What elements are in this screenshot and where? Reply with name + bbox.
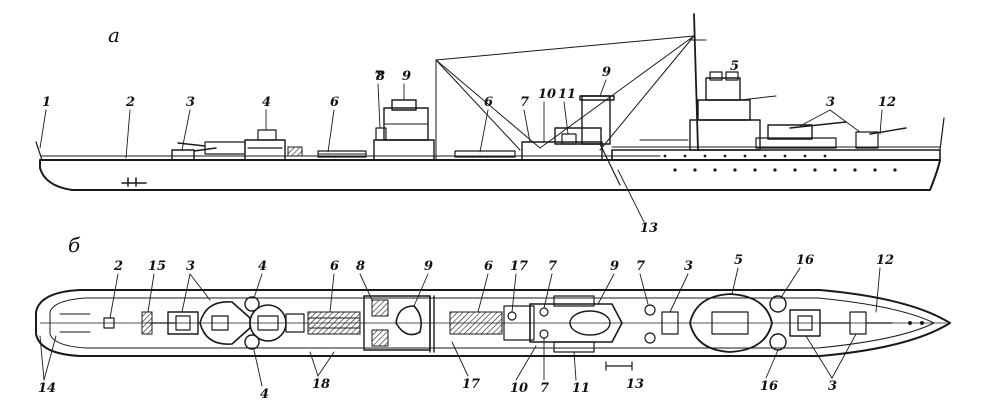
side-portholes: [663, 154, 897, 172]
side-label-2: 2: [125, 95, 135, 110]
side-bridge: [689, 13, 777, 151]
side-rigging: [435, 35, 695, 161]
plan-label-10: 10: [510, 381, 528, 396]
plan-label-7c: 7: [636, 259, 645, 274]
plan-label-4b: 4: [260, 387, 269, 402]
side-label-7a: 7: [374, 69, 383, 84]
plan-label-16b: 16: [760, 379, 778, 394]
plan-aft-guns: [149, 296, 305, 350]
side-forward-guns: [639, 121, 907, 149]
plan-label-7a: 7: [548, 259, 557, 274]
side-label-6a: 6: [330, 95, 339, 110]
plan-label-5: 5: [734, 253, 743, 268]
plan-label-13: 13: [626, 377, 644, 392]
plan-torpedo-tubes-mid: [449, 305, 535, 341]
plan-label-12: 12: [876, 253, 894, 268]
side-label-6b: 6: [484, 95, 493, 110]
side-label-3b: 3: [826, 95, 835, 110]
plan-label-18: 18: [312, 377, 330, 392]
view-letter-plan: б: [68, 233, 81, 257]
plan-view: б: [35, 233, 951, 402]
plan-forward-deckhouse: [529, 295, 679, 353]
plan-bridge: [689, 293, 787, 353]
side-forward-deckhouse: [521, 95, 621, 186]
side-label-11: 11: [558, 87, 576, 102]
side-label-13: 13: [640, 221, 658, 236]
side-label-1: 1: [42, 95, 51, 110]
plan-label-14: 14: [38, 381, 56, 396]
plan-label-6a: 6: [330, 259, 339, 274]
plan-label-15: 15: [148, 259, 166, 274]
side-forecastle: [611, 149, 941, 161]
plan-label-11: 11: [572, 381, 590, 396]
plan-mid-deckhouse: [363, 295, 435, 353]
side-label-12: 12: [878, 95, 896, 110]
plan-label-3: 3: [186, 259, 195, 274]
side-label-10: 10: [538, 87, 556, 102]
side-label-3: 3: [186, 95, 195, 110]
side-torpedo-tubes-aft: [317, 150, 367, 158]
side-aft-superstructure: [244, 129, 303, 161]
plan-label-17b: 17: [462, 377, 480, 392]
side-label-7b: 7: [520, 95, 529, 110]
plan-label-3c: 3: [828, 379, 837, 394]
side-label-5: 5: [730, 59, 739, 74]
plan-label-7b: 7: [540, 381, 549, 396]
side-label-8: 8: [376, 69, 385, 84]
plan-label-2: 2: [113, 259, 123, 274]
side-label-9b: 9: [602, 65, 611, 80]
plan-label-3b: 3: [684, 259, 693, 274]
side-hull: [39, 159, 941, 191]
plan-labels: 2 15 3 4 4 6 18 8 9 6 17 7 17: [38, 253, 894, 402]
side-torpedo-tubes-mid: [454, 150, 516, 158]
plan-label-16a: 16: [796, 253, 814, 268]
plan-label-6b: 6: [484, 259, 493, 274]
side-labels: 1 2 3 4 6 7 8 9 6 7 10 11 9 5 3: [39, 59, 896, 236]
plan-forward-guns: [789, 309, 924, 337]
side-elevation-view: а: [35, 13, 945, 236]
plan-label-9b: 9: [610, 259, 619, 274]
plan-label-17a: 17: [510, 259, 528, 274]
side-label-9a: 9: [402, 69, 411, 84]
plan-torpedo-tubes-aft: [307, 311, 361, 335]
plan-label-8a: 8: [356, 259, 365, 274]
view-letter-side: а: [108, 23, 120, 47]
side-aft-deckhouse: [373, 99, 435, 161]
side-label-4: 4: [262, 95, 271, 110]
plan-stern: [59, 311, 153, 335]
plan-label-9a: 9: [424, 259, 433, 274]
plan-label-4a: 4: [258, 259, 267, 274]
plan-hull-outline: [35, 289, 951, 357]
